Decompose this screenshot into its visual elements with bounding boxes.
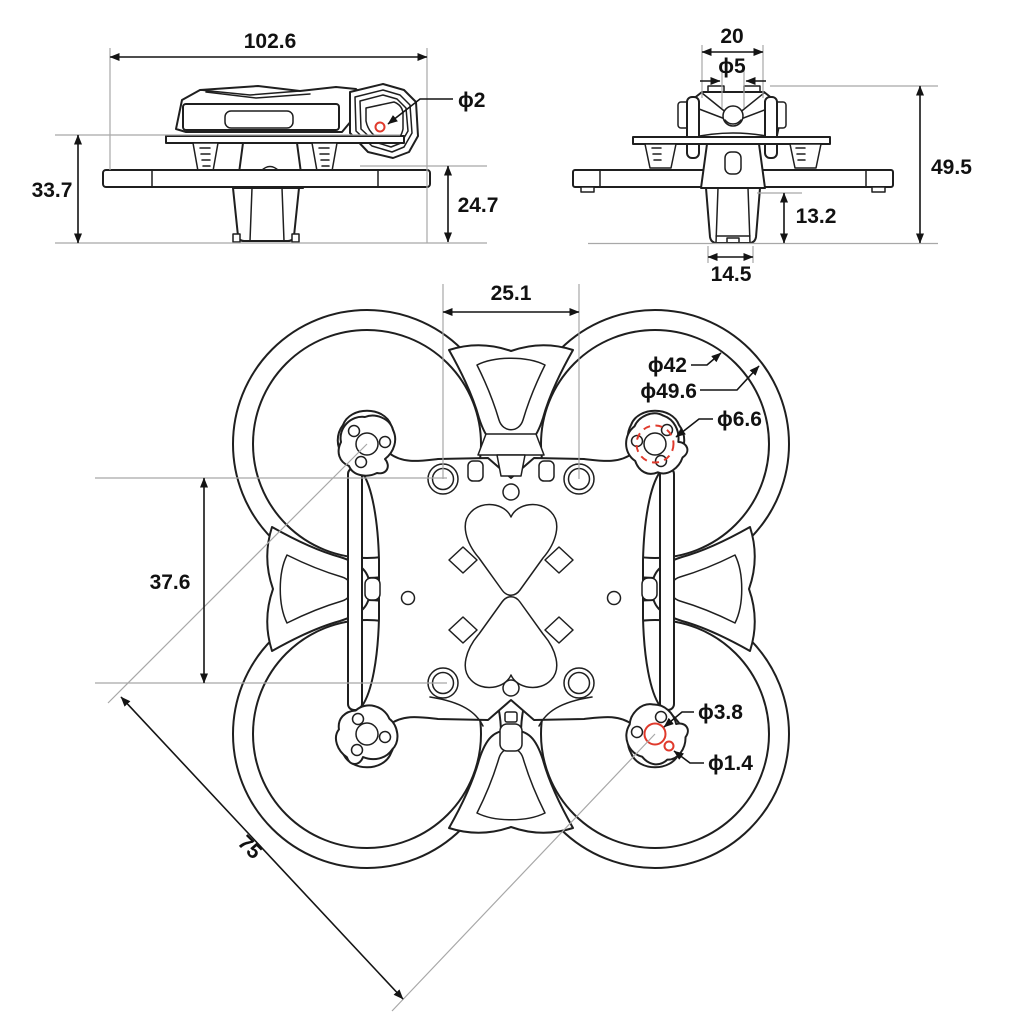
leader-phi3-8 xyxy=(663,711,694,728)
dim-line-75 xyxy=(120,696,404,1000)
side-foot-nub-right xyxy=(291,233,300,243)
front-left-pylon xyxy=(644,143,677,169)
top-view xyxy=(232,309,790,869)
extension-lines xyxy=(55,45,938,1012)
side-left-pylon xyxy=(192,142,219,172)
camera-screw-hole-red xyxy=(374,121,386,133)
dim-duct-inner-diameter: ϕ42 xyxy=(648,354,687,377)
bumper-top xyxy=(448,344,574,449)
plate-tab-right xyxy=(641,577,658,601)
dim-camera-screw-hole: ϕ2 xyxy=(458,89,485,112)
side-rail-right xyxy=(659,467,675,711)
side-battery-foot xyxy=(232,187,300,242)
dim-camera-mount-width: 20 xyxy=(720,25,743,48)
dim-battery-slot-width: 14.5 xyxy=(711,263,752,286)
side-right-pylon xyxy=(311,142,338,172)
dim-motor-shaft-hole: ϕ3.8 xyxy=(698,701,743,724)
plate-cutout-diamond-4 xyxy=(544,616,574,644)
front-plate-nub-left xyxy=(580,186,595,193)
plate-hole-right xyxy=(606,590,622,606)
front-lens xyxy=(722,105,744,127)
plate-hole-left xyxy=(400,590,416,606)
front-view xyxy=(572,85,894,244)
leader-phi42 xyxy=(691,352,722,366)
leader-phi6-6 xyxy=(675,418,713,438)
plate-cutout-heart-bottom xyxy=(464,596,558,689)
front-battery-box xyxy=(705,187,761,244)
leader-phi49-6 xyxy=(700,365,760,391)
dim-motor-pitch: 75 xyxy=(233,831,266,864)
dim-grommet-spacing: 25.1 xyxy=(491,282,532,305)
leader-phi1-4 xyxy=(673,750,704,764)
motor-pin-hole-red xyxy=(663,740,675,752)
motor-shaft-hole-red xyxy=(643,722,667,746)
plate-center-hole-top xyxy=(502,483,520,501)
side-foot-nub-left xyxy=(232,233,241,243)
grommet-bottom-right xyxy=(563,667,595,699)
dim-overall-height: 49.5 xyxy=(931,156,972,179)
side-top-plate xyxy=(165,135,405,144)
motor-boss-circle-red-dashed xyxy=(635,424,675,464)
plate-cutout-heart-top xyxy=(464,503,558,596)
plate-cutout-diamond-2 xyxy=(544,546,574,574)
front-right-pylon xyxy=(789,143,822,169)
plate-center-hole-bottom xyxy=(502,679,520,697)
front-antenna-strut-left xyxy=(686,96,700,159)
plate-cutout-diamond-3 xyxy=(448,616,478,644)
dim-overall-length: 102.6 xyxy=(244,30,297,53)
plate-tab-left xyxy=(364,577,381,601)
dim-motor-pin-hole: ϕ1.4 xyxy=(708,752,753,775)
dim-duct-outer-diameter: ϕ49.6 xyxy=(640,380,697,403)
camera-bracket-lower xyxy=(496,454,526,477)
plate-slot-left xyxy=(467,460,484,482)
front-top-plate xyxy=(632,136,831,145)
dim-lower-height: 33.7 xyxy=(32,179,73,202)
battery-tab xyxy=(504,711,518,723)
dim-duct-height: 24.7 xyxy=(458,194,499,217)
plate-slot-right xyxy=(538,460,555,482)
battery-strap-slot xyxy=(499,723,523,752)
front-plate-nub-right xyxy=(871,186,886,193)
dim-motor-boss-diameter: ϕ6.6 xyxy=(717,408,762,431)
front-antenna-strut-right xyxy=(764,96,778,159)
leader-phi2 xyxy=(387,98,453,125)
plate-cutout-diamond-1 xyxy=(448,546,478,574)
dimensions: 102.6 ϕ2 33.7 24.7 20 ϕ5 49.5 13.2 14.5 … xyxy=(32,25,972,1000)
camera-bracket-upper xyxy=(477,433,545,456)
side-view xyxy=(102,83,431,243)
side-body-window xyxy=(224,110,294,129)
side-rail-left xyxy=(347,467,363,711)
motor-pad-bottom-right xyxy=(616,695,697,775)
dim-plate-hole-spacing: 37.6 xyxy=(150,571,191,594)
motor-pad-top-left xyxy=(337,414,397,477)
dim-lens-diameter: ϕ5 xyxy=(718,55,746,78)
dim-battery-slot-height: 13.2 xyxy=(796,205,837,228)
front-body-window xyxy=(724,151,742,175)
